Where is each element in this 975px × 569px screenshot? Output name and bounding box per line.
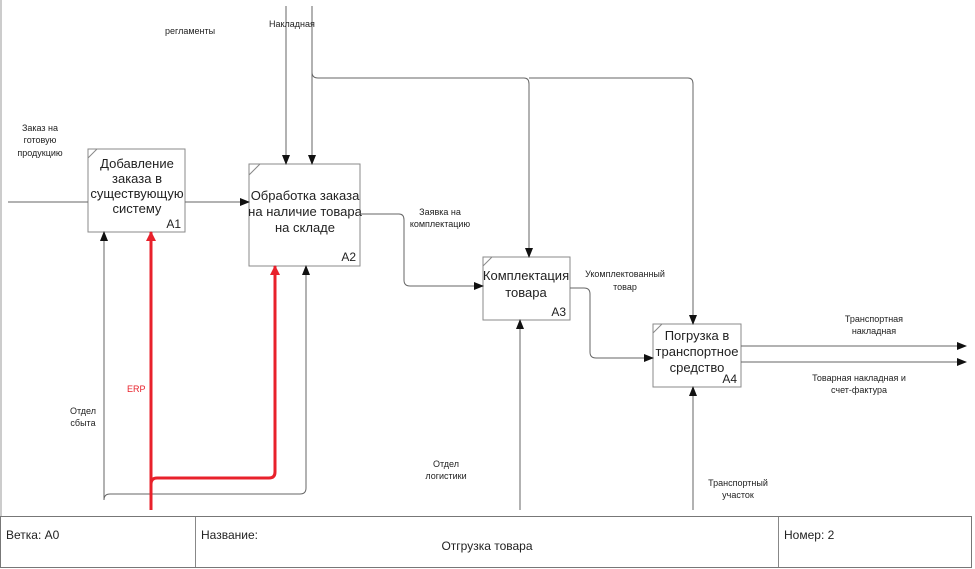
box-a4-line-2: транспортное <box>656 344 739 359</box>
footer-number-cell: Номер: 2 <box>779 517 971 567</box>
idef0-diagram: Добавление заказа в существующую систему… <box>0 0 967 516</box>
arrow-a2-to-a3[interactable] <box>360 213 484 290</box>
label-transp-uchastok-2: участок <box>722 490 754 500</box>
label-zayavka-1: Заявка на <box>419 207 461 217</box>
label-otdel-logistiki-1: Отдел <box>433 459 459 469</box>
label-ukomplekt-2: товар <box>613 282 637 292</box>
activity-box-a4[interactable]: Погрузка в транспортное средство A4 <box>652 323 742 388</box>
box-a1-number: A1 <box>166 217 181 231</box>
label-zayavka-2: комплектацию <box>410 219 471 229</box>
label-otdel-sbyta-2: сбыта <box>70 418 95 428</box>
box-a3-number: A3 <box>551 305 566 319</box>
label-tovar-nakl-1: Товарная накладная и <box>812 373 906 383</box>
box-a4-number: A4 <box>722 372 737 386</box>
arrow-otdel-sbyta-a2[interactable] <box>103 265 310 501</box>
label-otdel-sbyta-1: Отдел <box>70 406 96 416</box>
box-a1-line-2: заказа в <box>112 171 162 186</box>
label-nakladnaya: Накладная <box>269 19 315 29</box>
label-transp-nakl-2: накладная <box>852 326 896 336</box>
label-tovar-nakl-2: счет-фактура <box>831 385 887 395</box>
diagram-footer: Ветка: A0 Название: Отгрузка товара Номе… <box>0 516 972 568</box>
label-zakaz-3: продукцию <box>17 148 63 158</box>
arrow-nakladnaya-to-a4[interactable] <box>529 77 697 325</box>
activity-box-a3[interactable]: Комплектация товара A3 <box>482 256 571 321</box>
footer-number-label: Номер: 2 <box>784 528 835 542</box>
footer-branch-label: Ветка: A0 <box>6 528 60 542</box>
box-a1-line-3: существующую <box>90 186 183 201</box>
box-a3-line-2: товара <box>505 285 547 300</box>
box-a2-line-2: на наличие товара <box>248 204 362 219</box>
footer-name-label: Название: <box>201 528 258 542</box>
arrow-a3-to-a4[interactable] <box>570 287 654 362</box>
box-a4-line-1: Погрузка в <box>665 328 730 343</box>
label-reglamenty: регламенты <box>165 26 215 36</box>
box-a1-line-1: Добавление <box>100 156 174 171</box>
label-transp-uchastok-1: Транспортный <box>708 478 768 488</box>
activity-box-a1[interactable]: Добавление заказа в существующую систему… <box>87 148 186 233</box>
label-zakaz-2: готовую <box>24 135 57 145</box>
footer-branch-cell: Ветка: A0 <box>1 517 196 567</box>
arrow-erp-a2[interactable] <box>149 265 280 485</box>
label-ukomplekt-1: Укомплектованный <box>585 269 665 279</box>
arrow-nakladnaya-to-a3[interactable] <box>311 71 533 258</box>
box-a2-number: A2 <box>341 250 356 264</box>
label-otdel-logistiki-2: логистики <box>425 471 466 481</box>
box-a4-line-3: средство <box>670 360 725 375</box>
label-erp: ERP <box>127 384 146 394</box>
box-a2-line-3: на складе <box>275 220 335 235</box>
box-a2-line-1: Обработка заказа <box>251 188 360 203</box>
activity-box-a2[interactable]: Обработка заказа на наличие товара на ск… <box>248 163 363 267</box>
label-zakaz-1: Заказ на <box>22 123 58 133</box>
footer-name-cell: Название: Отгрузка товара <box>196 517 779 567</box>
footer-name-value: Отгрузка товара <box>441 539 533 553</box>
box-a1-line-4: систему <box>113 201 162 216</box>
label-transp-nakl-1: Транспортная <box>845 314 903 324</box>
box-a3-line-1: Комплектация <box>483 268 569 283</box>
